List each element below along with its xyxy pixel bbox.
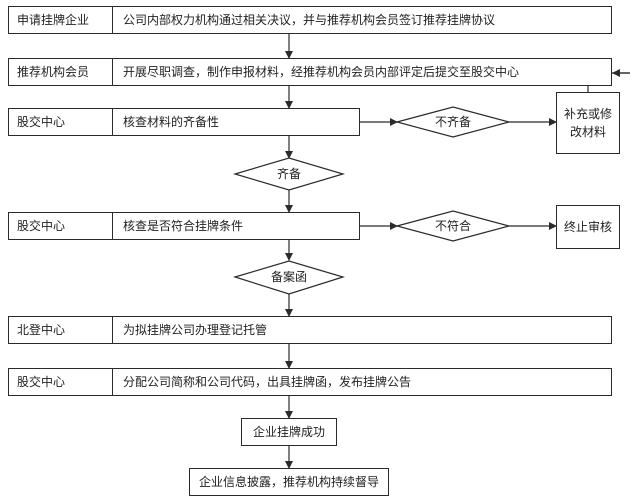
listing-success-box: 企业挂牌成功 (241, 418, 337, 446)
row-1-text: 公司内部权力机构通过相关决议，并与推荐机构会员签订推荐挂牌协议 (123, 13, 496, 27)
row-6-actor: 股交中心 (9, 369, 113, 395)
terminate-review-text: 终止审核 (563, 220, 612, 234)
row-3-actor: 股交中心 (9, 109, 113, 135)
row-6-text: 分配公司简称和公司代码，出具挂牌函，发布挂牌公告 (123, 375, 412, 389)
decision-label-notqualified: 不符合 (434, 219, 471, 233)
process-row-1: 申请挂牌企业 公司内部权力机构通过相关决议，并与推荐机构会员签订推荐挂牌协议 (8, 6, 612, 34)
row-4-actor: 股交中心 (9, 213, 113, 239)
row-5-text: 为拟挂牌公司办理登记托管 (123, 323, 268, 337)
decision-diamond-complete (232, 157, 346, 191)
supplement-materials-box: 补充或修改材料 (556, 92, 620, 154)
process-row-3: 股交中心 核查材料的齐备性 (8, 108, 360, 136)
row-2-text: 开展尽职调查，制作申报材料，经推荐机构会员内部评定后提交至股交中心 (123, 65, 520, 79)
row-5-actor: 北登中心 (9, 317, 113, 343)
decision-label-complete: 齐备 (276, 167, 301, 181)
row-3-text: 核查材料的齐备性 (123, 115, 220, 129)
row-1-actor: 申请挂牌企业 (9, 7, 113, 33)
decision-label-incomplete: 不齐备 (434, 115, 471, 129)
row-4-text: 核查是否符合挂牌条件 (123, 219, 244, 233)
supplement-materials-text: 补充或修改材料 (563, 107, 612, 139)
decision-diamond-notqualified (394, 210, 512, 242)
decision-diamond-incomplete (394, 106, 512, 138)
terminate-review-box: 终止审核 (556, 205, 620, 249)
row-2-actor: 推荐机构会员 (9, 59, 113, 85)
listing-success-text: 企业挂牌成功 (252, 425, 325, 439)
process-row-5: 北登中心 为拟挂牌公司办理登记托管 (8, 316, 612, 344)
process-row-6: 股交中心 分配公司简称和公司代码，出具挂牌函，发布挂牌公告 (8, 368, 612, 396)
decision-label-filing: 备案函 (270, 270, 307, 284)
disclosure-text: 企业信息披露，推荐机构持续督导 (198, 475, 379, 489)
disclosure-box: 企业信息披露，推荐机构持续督导 (189, 468, 389, 496)
process-row-4: 股交中心 核查是否符合挂牌条件 (8, 212, 360, 240)
decision-diamond-filing (232, 260, 346, 295)
process-row-2: 推荐机构会员 开展尽职调查，制作申报材料，经推荐机构会员内部评定后提交至股交中心 (8, 58, 612, 86)
